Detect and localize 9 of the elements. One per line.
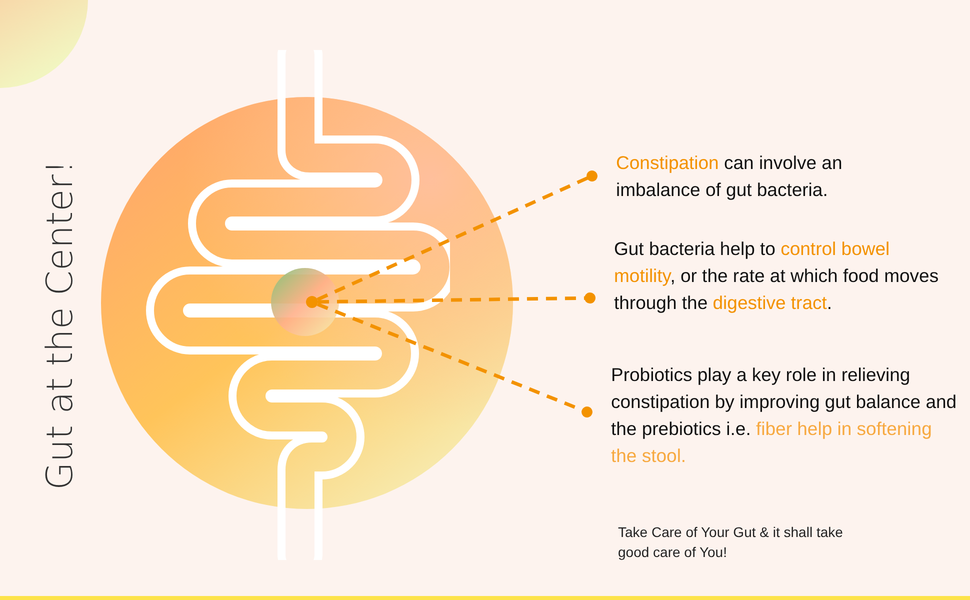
dashed-leader-line (316, 170, 598, 302)
center-dot (306, 296, 318, 308)
callout-text: Constipation can involve an imbalance of gut bacteria. (592, 149, 892, 203)
callout-text: Probiotics play a key role in relieving constipation by improving gut balance and the prebiotics i.e. fiber help in softening the stool. (587, 361, 957, 469)
dashed-leader-line (318, 292, 596, 304)
footer-note: Take Care of Your Gut & it shall take good care of You! (618, 523, 844, 562)
callout-text: Gut bacteria help to control bowel motility, or the rate at which food moves through the digestive tract. (590, 235, 955, 316)
title: Gut at the Center! (40, 160, 81, 490)
dashed-leader-line (316, 302, 592, 418)
